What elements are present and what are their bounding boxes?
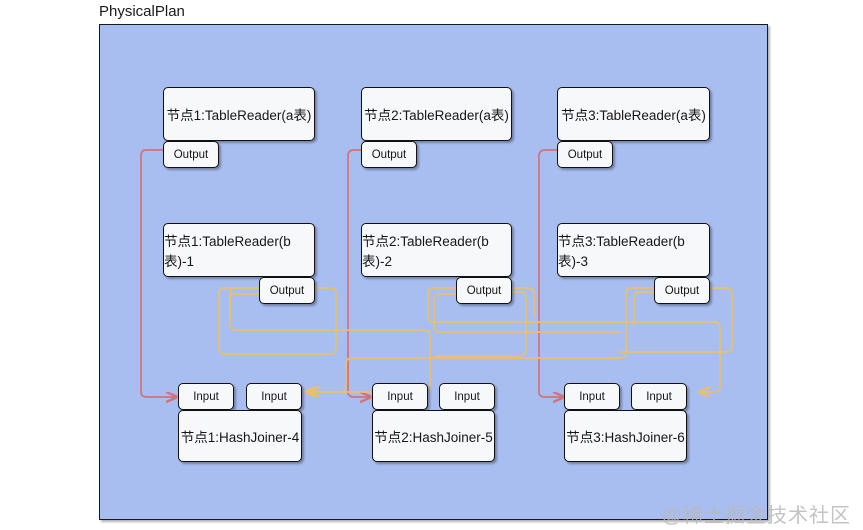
node-hashjoiner-6[interactable]: 节点3:HashJoiner-6 — [564, 410, 687, 462]
port-output-b-1[interactable]: Output — [259, 277, 315, 304]
port-output-b-2[interactable]: Output — [456, 277, 512, 304]
node-tablereader-b-3[interactable]: 节点3:TableReader(b表)-3 — [557, 223, 710, 277]
port-output-a-3[interactable]: Output — [557, 141, 613, 168]
port-output-a-2[interactable]: Output — [361, 141, 417, 168]
port-input-hj-2-a[interactable]: Input — [372, 383, 428, 410]
node-tablereader-a-3[interactable]: 节点3:TableReader(a表) — [557, 87, 710, 141]
port-output-b-3[interactable]: Output — [654, 277, 710, 304]
watermark: @稀土掘金技术社区 — [661, 505, 851, 527]
page-title: PhysicalPlan — [99, 3, 185, 20]
port-input-hj-1-a[interactable]: Input — [178, 383, 234, 410]
node-tablereader-b-2[interactable]: 节点2:TableReader(b表)-2 — [361, 223, 512, 277]
port-input-hj-3-b[interactable]: Input — [631, 383, 687, 410]
port-input-hj-1-b[interactable]: Input — [246, 383, 302, 410]
node-hashjoiner-4[interactable]: 节点1:HashJoiner-4 — [178, 410, 302, 462]
port-input-hj-3-a[interactable]: Input — [564, 383, 620, 410]
port-input-hj-2-b[interactable]: Input — [439, 383, 495, 410]
node-tablereader-b-1[interactable]: 节点1:TableReader(b表)-1 — [163, 223, 315, 277]
port-output-a-1[interactable]: Output — [163, 141, 219, 168]
node-hashjoiner-5[interactable]: 节点2:HashJoiner-5 — [372, 410, 495, 462]
node-tablereader-a-2[interactable]: 节点2:TableReader(a表) — [361, 87, 512, 141]
node-tablereader-a-1[interactable]: 节点1:TableReader(a表) — [163, 87, 315, 141]
